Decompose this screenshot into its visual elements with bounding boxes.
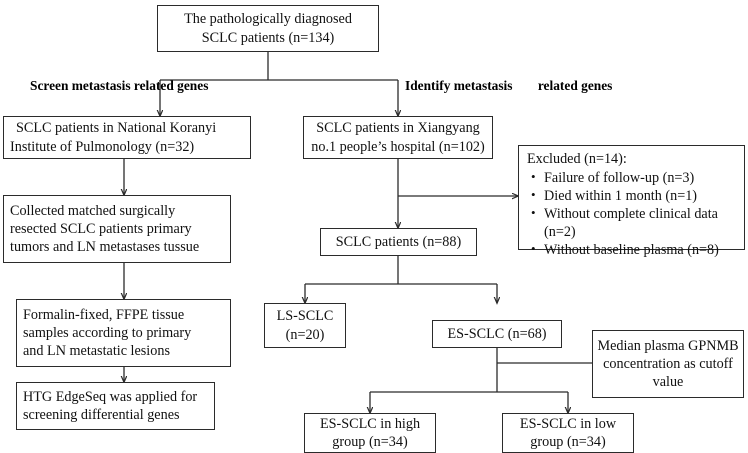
list-item: Died within 1 month (n=1) <box>527 187 719 206</box>
node-low-group: ES-SCLC in low group (n=34) <box>502 413 634 453</box>
node-high-group: ES-SCLC in high group (n=34) <box>304 413 436 453</box>
node-collected-line3: tumors and LN metastases tussue <box>10 239 200 256</box>
node-low-group-line2: group (n=34) <box>530 434 606 450</box>
node-ls-sclc: LS-SCLC (n=20) <box>264 303 346 348</box>
node-es-sclc: ES-SCLC (n=68) <box>432 320 562 348</box>
node-gpnmb-line1: Median plasma GPNMB <box>597 337 739 354</box>
node-excluded-title: Excluded (n=14): <box>527 151 627 167</box>
list-item: (n=2) <box>544 223 576 240</box>
node-xiangyang: SCLC patients in Xiangyang no.1 people’s… <box>303 116 493 159</box>
node-low-group-line1: ES-SCLC in low <box>519 415 617 432</box>
node-htg: HTG EdgeSeq was applied for screening di… <box>16 382 215 430</box>
node-excluded: Excluded (n=14): Failure of follow-up (n… <box>518 145 745 258</box>
list-item: Without baseline plasma (n=8) <box>527 241 719 260</box>
node-root-line1: The pathologically diagnosed <box>184 11 352 28</box>
node-ffpe: Formalin-fixed, FFPE tissue samples acco… <box>16 299 231 367</box>
node-gpnmb-line2: concentration as cutoff <box>603 355 733 372</box>
node-sclc88-line1: SCLC patients (n=88) <box>335 233 462 250</box>
branch-label-left-line1: Screen metastasis <box>30 78 131 93</box>
branch-label-left: Screen metastasis related genes <box>30 78 208 94</box>
node-koranyi: SCLC patients in National Koranyi Instit… <box>3 116 251 159</box>
branch-label-right-line2: related genes <box>537 78 613 93</box>
node-root-line2: SCLC patients (n=134) <box>201 29 335 46</box>
node-xiangyang-line2: no.1 people’s hospital (n=102) <box>311 138 485 155</box>
node-es-sclc-line1: ES-SCLC (n=68) <box>447 325 547 342</box>
list-item: Without complete clinical data <box>527 205 719 224</box>
node-high-group-line2: group (n=34) <box>332 434 408 450</box>
branch-label-left-line2: related genes <box>133 78 209 93</box>
node-ls-sclc-line1: LS-SCLC <box>276 308 334 325</box>
node-htg-line2: screening differential genes <box>23 407 180 423</box>
node-gpnmb-line3: value <box>652 374 684 391</box>
node-sclc88: SCLC patients (n=88) <box>320 228 477 256</box>
node-high-group-line1: ES-SCLC in high <box>319 415 421 432</box>
branch-label-right-line1: Identify metastasis <box>405 78 513 93</box>
node-collected-line2: resected SCLC patients primary <box>10 220 192 237</box>
node-ffpe-line1: Formalin-fixed, FFPE tissue <box>23 306 185 323</box>
node-koranyi-line1: SCLC patients in National Koranyi <box>16 120 217 137</box>
node-root: The pathologically diagnosed SCLC patien… <box>157 5 379 52</box>
node-htg-line1: HTG EdgeSeq was applied for <box>23 388 198 405</box>
list-item: Failure of follow-up (n=3) <box>527 169 719 188</box>
node-ls-sclc-line2: (n=20) <box>285 326 325 343</box>
node-koranyi-line2: Institute of Pulmonology (n=32) <box>10 138 195 155</box>
branch-label-right: Identify metastasis related genes <box>405 78 612 94</box>
node-ffpe-line2: samples according to primary <box>23 324 192 341</box>
node-collected-line1: Collected matched surgically <box>10 202 176 219</box>
node-excluded-list: Failure of follow-up (n=3) Died within 1… <box>527 169 719 260</box>
node-gpnmb: Median plasma GPNMB concentration as cut… <box>592 330 744 398</box>
node-collected: Collected matched surgically resected SC… <box>3 195 231 263</box>
node-ffpe-line3: and LN metastatic lesions <box>23 343 170 360</box>
node-xiangyang-line1: SCLC patients in Xiangyang <box>316 120 480 137</box>
